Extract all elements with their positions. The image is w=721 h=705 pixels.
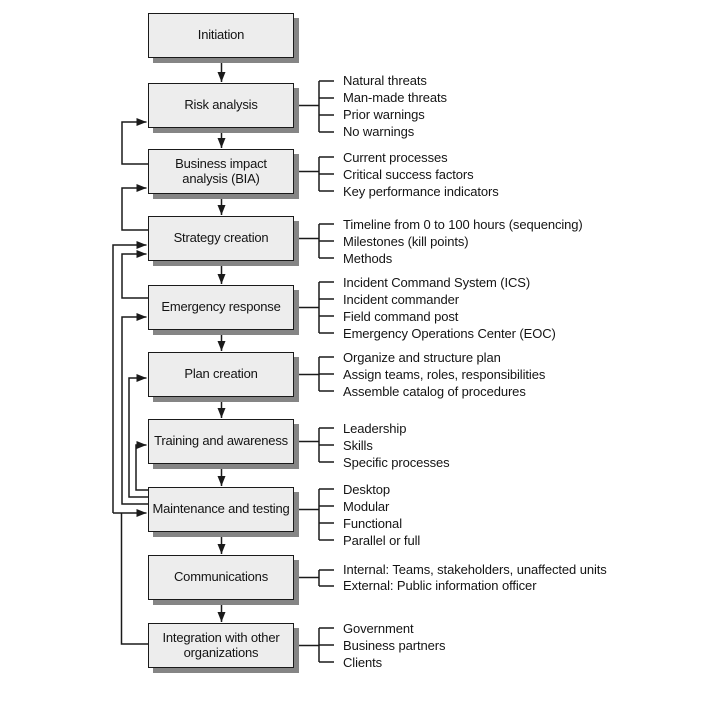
feedback-maintenance-to-plan	[128, 374, 148, 498]
list-item: Field command post	[343, 309, 459, 324]
bracket-integration	[294, 627, 334, 663]
item-list-integration: Government Business partners Clients	[343, 620, 445, 671]
list-item: Functional	[343, 516, 402, 531]
list-item: Timeline from 0 to 100 hours (sequencing…	[343, 217, 583, 232]
flow-step-communications: Communications	[148, 555, 294, 600]
list-item: Modular	[343, 499, 390, 514]
list-item: Specific processes	[343, 455, 450, 470]
list-item: External: Public information officer	[343, 578, 537, 593]
item-list-maintenance-testing: Desktop Modular Functional Parallel or f…	[343, 481, 420, 549]
list-item: Desktop	[343, 482, 390, 497]
flow-step-emergency-response: Emergency response	[148, 285, 294, 330]
bracket-emergency-response	[294, 281, 334, 334]
feedback-strategy-to-bia	[121, 184, 148, 231]
flow-step-strategy-creation: Strategy creation	[148, 216, 294, 261]
bracket-plan-creation	[294, 356, 334, 392]
list-item: Internal: Teams, stakeholders, unaffecte…	[343, 562, 607, 577]
list-item: Key performance indicators	[343, 184, 499, 199]
flow-step-business-impact-analysis: Business impact analysis (BIA)	[148, 149, 294, 194]
feedback-integration-riser	[120, 513, 148, 645]
list-item: Incident Command System (ICS)	[343, 275, 531, 290]
item-list-strategy-creation: Timeline from 0 to 100 hours (sequencing…	[343, 216, 583, 267]
flow-step-label: Emergency response	[161, 299, 281, 315]
flow-step-integration-with-other-organizations: Integration with other organizations	[148, 623, 294, 668]
flow-step-label: Maintenance and testing	[152, 501, 290, 517]
bracket-training-awareness	[294, 427, 334, 463]
feedback-maintenance-to-training	[135, 441, 148, 491]
list-item: Business partners	[343, 638, 446, 653]
list-item: Leadership	[343, 421, 407, 436]
list-item: Milestones (kill points)	[343, 234, 469, 249]
bracket-risk-analysis	[294, 80, 334, 133]
feedback-maintenance-to-emergency	[121, 313, 148, 505]
flow-step-label: Communications	[173, 569, 268, 585]
item-list-emergency-response: Incident Command System (ICS) Incident c…	[343, 274, 556, 342]
list-item: Incident commander	[343, 292, 459, 307]
item-list-risk-analysis: Natural threats Man-made threats Prior w…	[343, 72, 447, 140]
list-item: Current processes	[343, 150, 448, 165]
flow-step-plan-creation: Plan creation	[148, 352, 294, 397]
list-item: Clients	[343, 655, 383, 670]
list-item: No warnings	[343, 124, 415, 139]
list-item: Assign teams, roles, responsibilities	[343, 367, 546, 382]
flow-step-label: Business impact analysis (BIA)	[175, 156, 267, 186]
flow-step-label: Plan creation	[184, 366, 258, 382]
list-item: Assemble catalog of procedures	[343, 384, 526, 399]
list-item: Emergency Operations Center (EOC)	[343, 326, 556, 341]
bracket-strategy-creation	[294, 223, 334, 259]
item-list-bia: Current processes Critical success facto…	[343, 149, 499, 200]
list-item: Man-made threats	[343, 90, 447, 105]
flow-step-maintenance-and-testing: Maintenance and testing	[148, 487, 294, 532]
list-item: Government	[343, 621, 414, 636]
list-item: Organize and structure plan	[343, 350, 501, 365]
feedback-integration-to-strategy	[112, 241, 147, 513]
flow-step-label: Integration with other organizations	[162, 630, 280, 660]
bracket-maintenance-testing	[294, 488, 334, 541]
flow-step-risk-analysis: Risk analysis	[148, 83, 294, 128]
list-item: Methods	[343, 251, 393, 266]
flow-step-label: Initiation	[197, 27, 245, 43]
flow-step-training-and-awareness: Training and awareness	[148, 419, 294, 464]
feedback-emergency-to-strategy	[121, 250, 148, 299]
item-list-plan-creation: Organize and structure plan Assign teams…	[343, 349, 545, 400]
list-item: Natural threats	[343, 73, 427, 88]
item-list-training-awareness: Leadership Skills Specific processes	[343, 420, 450, 471]
list-item: Parallel or full	[343, 533, 421, 548]
flow-step-label: Risk analysis	[184, 97, 258, 113]
flow-step-initiation: Initiation	[148, 13, 294, 58]
flow-step-label: Training and awareness	[154, 433, 288, 449]
list-item: Critical success factors	[343, 167, 474, 182]
item-list-communications: Internal: Teams, stakeholders, unaffecte…	[343, 562, 607, 594]
bracket-bia	[294, 156, 334, 192]
flow-step-label: Strategy creation	[173, 230, 269, 246]
list-item: Skills	[343, 438, 373, 453]
list-item: Prior warnings	[343, 107, 425, 122]
bracket-communications	[294, 569, 334, 587]
feedback-bia-to-risk	[121, 118, 148, 165]
